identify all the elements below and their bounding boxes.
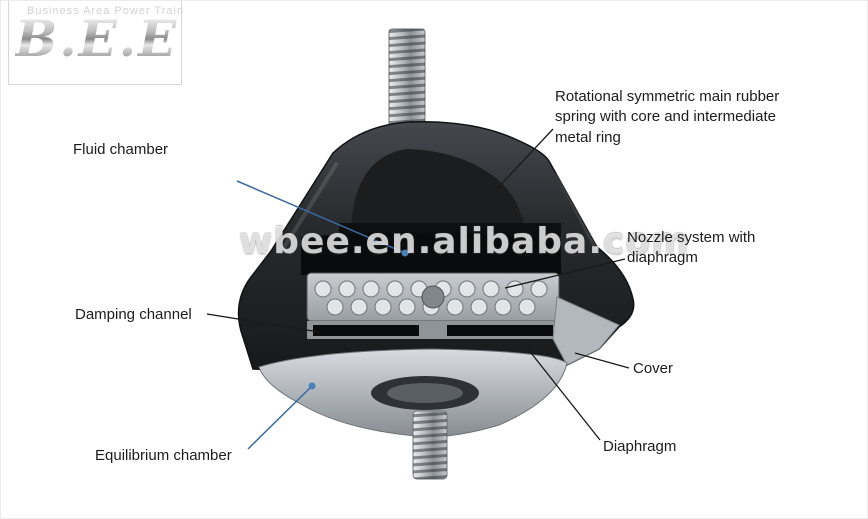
fluid-chamber-marker — [401, 249, 409, 257]
label-damping-channel: Damping channel — [75, 306, 192, 323]
label-diaphragm: Diaphragm — [603, 438, 677, 455]
highlight-left — [281, 161, 339, 251]
watermark: wbee.en.alibaba.com — [239, 221, 690, 262]
cover-flange — [552, 296, 620, 366]
brand-tagline: Business Area Power Train — [27, 5, 185, 17]
leader-diaphragm — [519, 338, 601, 441]
highlight-right — [555, 172, 597, 248]
equilibrium-marker — [308, 382, 316, 390]
leader-equilibrium — [247, 385, 313, 450]
brand-logo-box: Business Area Power Train B.E.E — [8, 1, 185, 85]
leader-cover — [574, 352, 630, 369]
label-cover: Cover — [633, 360, 674, 377]
leader-main-spring — [494, 128, 554, 192]
label-main-rubber-spring: Rotational symmetric main rubber spring … — [555, 88, 780, 146]
leader-fluid-chamber — [236, 180, 406, 254]
top-cap — [351, 149, 525, 233]
damping-channel-slots — [307, 321, 559, 339]
fluid-chamber-cavity — [301, 232, 561, 275]
label-nozzle-system: Nozzle system with diaphragm — [627, 229, 756, 267]
leader-damping — [206, 313, 320, 333]
label-equilibrium-chamber: Equilibrium chamber — [95, 447, 232, 464]
nozzle-plate — [306, 272, 560, 322]
leader-nozzle — [504, 258, 626, 289]
bottom-stud — [412, 410, 448, 480]
label-fluid-chamber: Fluid chamber — [73, 141, 169, 158]
lower-dome — [258, 348, 568, 438]
brand-logo: B.E.E — [15, 9, 179, 68]
